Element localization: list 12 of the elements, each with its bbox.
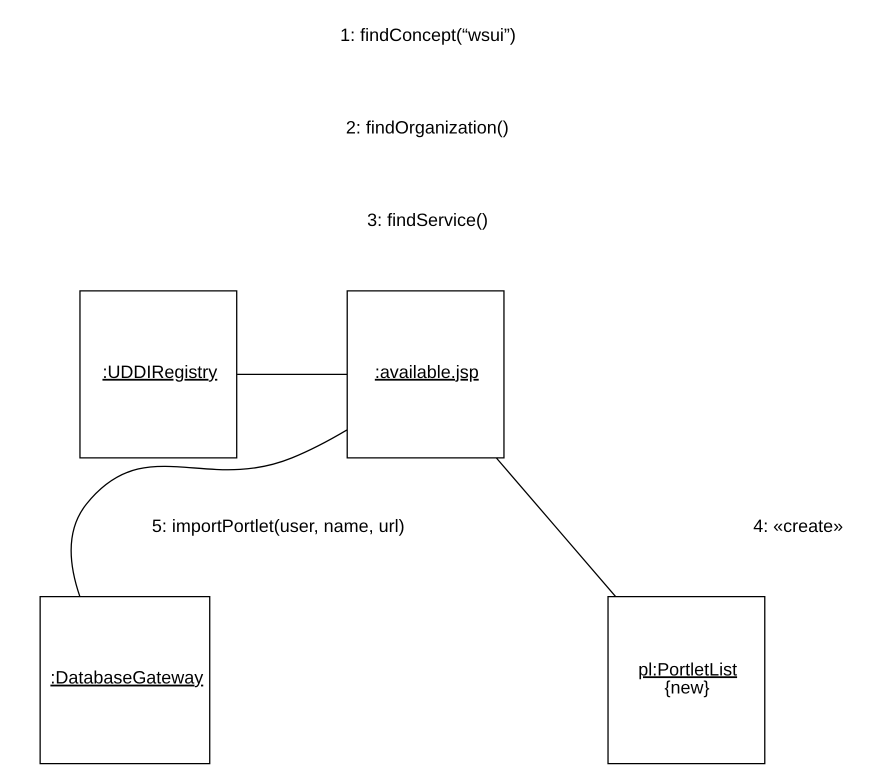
label: 4: «create» bbox=[752, 516, 843, 536]
label: 2: findOrganization() bbox=[345, 118, 508, 138]
node-box: :UDDIRegistry bbox=[78, 290, 237, 459]
label: 1: findConcept(“wsui”) bbox=[340, 25, 516, 46]
label: 5: importPortlet(user, name, url) bbox=[151, 516, 404, 536]
node-box: :available.jsp bbox=[346, 290, 504, 459]
connector bbox=[496, 458, 616, 597]
node-box: :DatabaseGateway bbox=[39, 596, 210, 764]
node-box: pl:PortletList {new} bbox=[606, 596, 765, 764]
connector bbox=[70, 429, 347, 597]
label: 3: findService() bbox=[366, 210, 488, 230]
connector bbox=[236, 374, 347, 375]
